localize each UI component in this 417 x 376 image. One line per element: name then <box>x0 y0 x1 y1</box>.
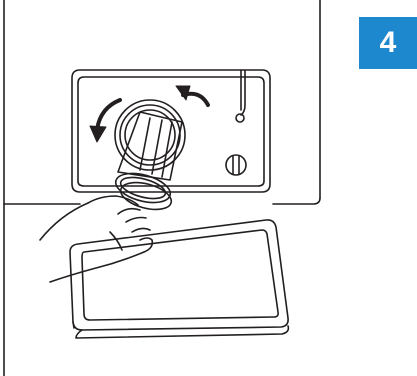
rotation-arrow-upper <box>176 86 208 105</box>
hand <box>40 196 152 282</box>
step-number: 4 <box>380 26 397 60</box>
drain-knob <box>226 155 246 175</box>
drain-tray <box>70 220 288 338</box>
hose-cap <box>236 114 244 122</box>
step-badge: 4 <box>359 17 417 69</box>
